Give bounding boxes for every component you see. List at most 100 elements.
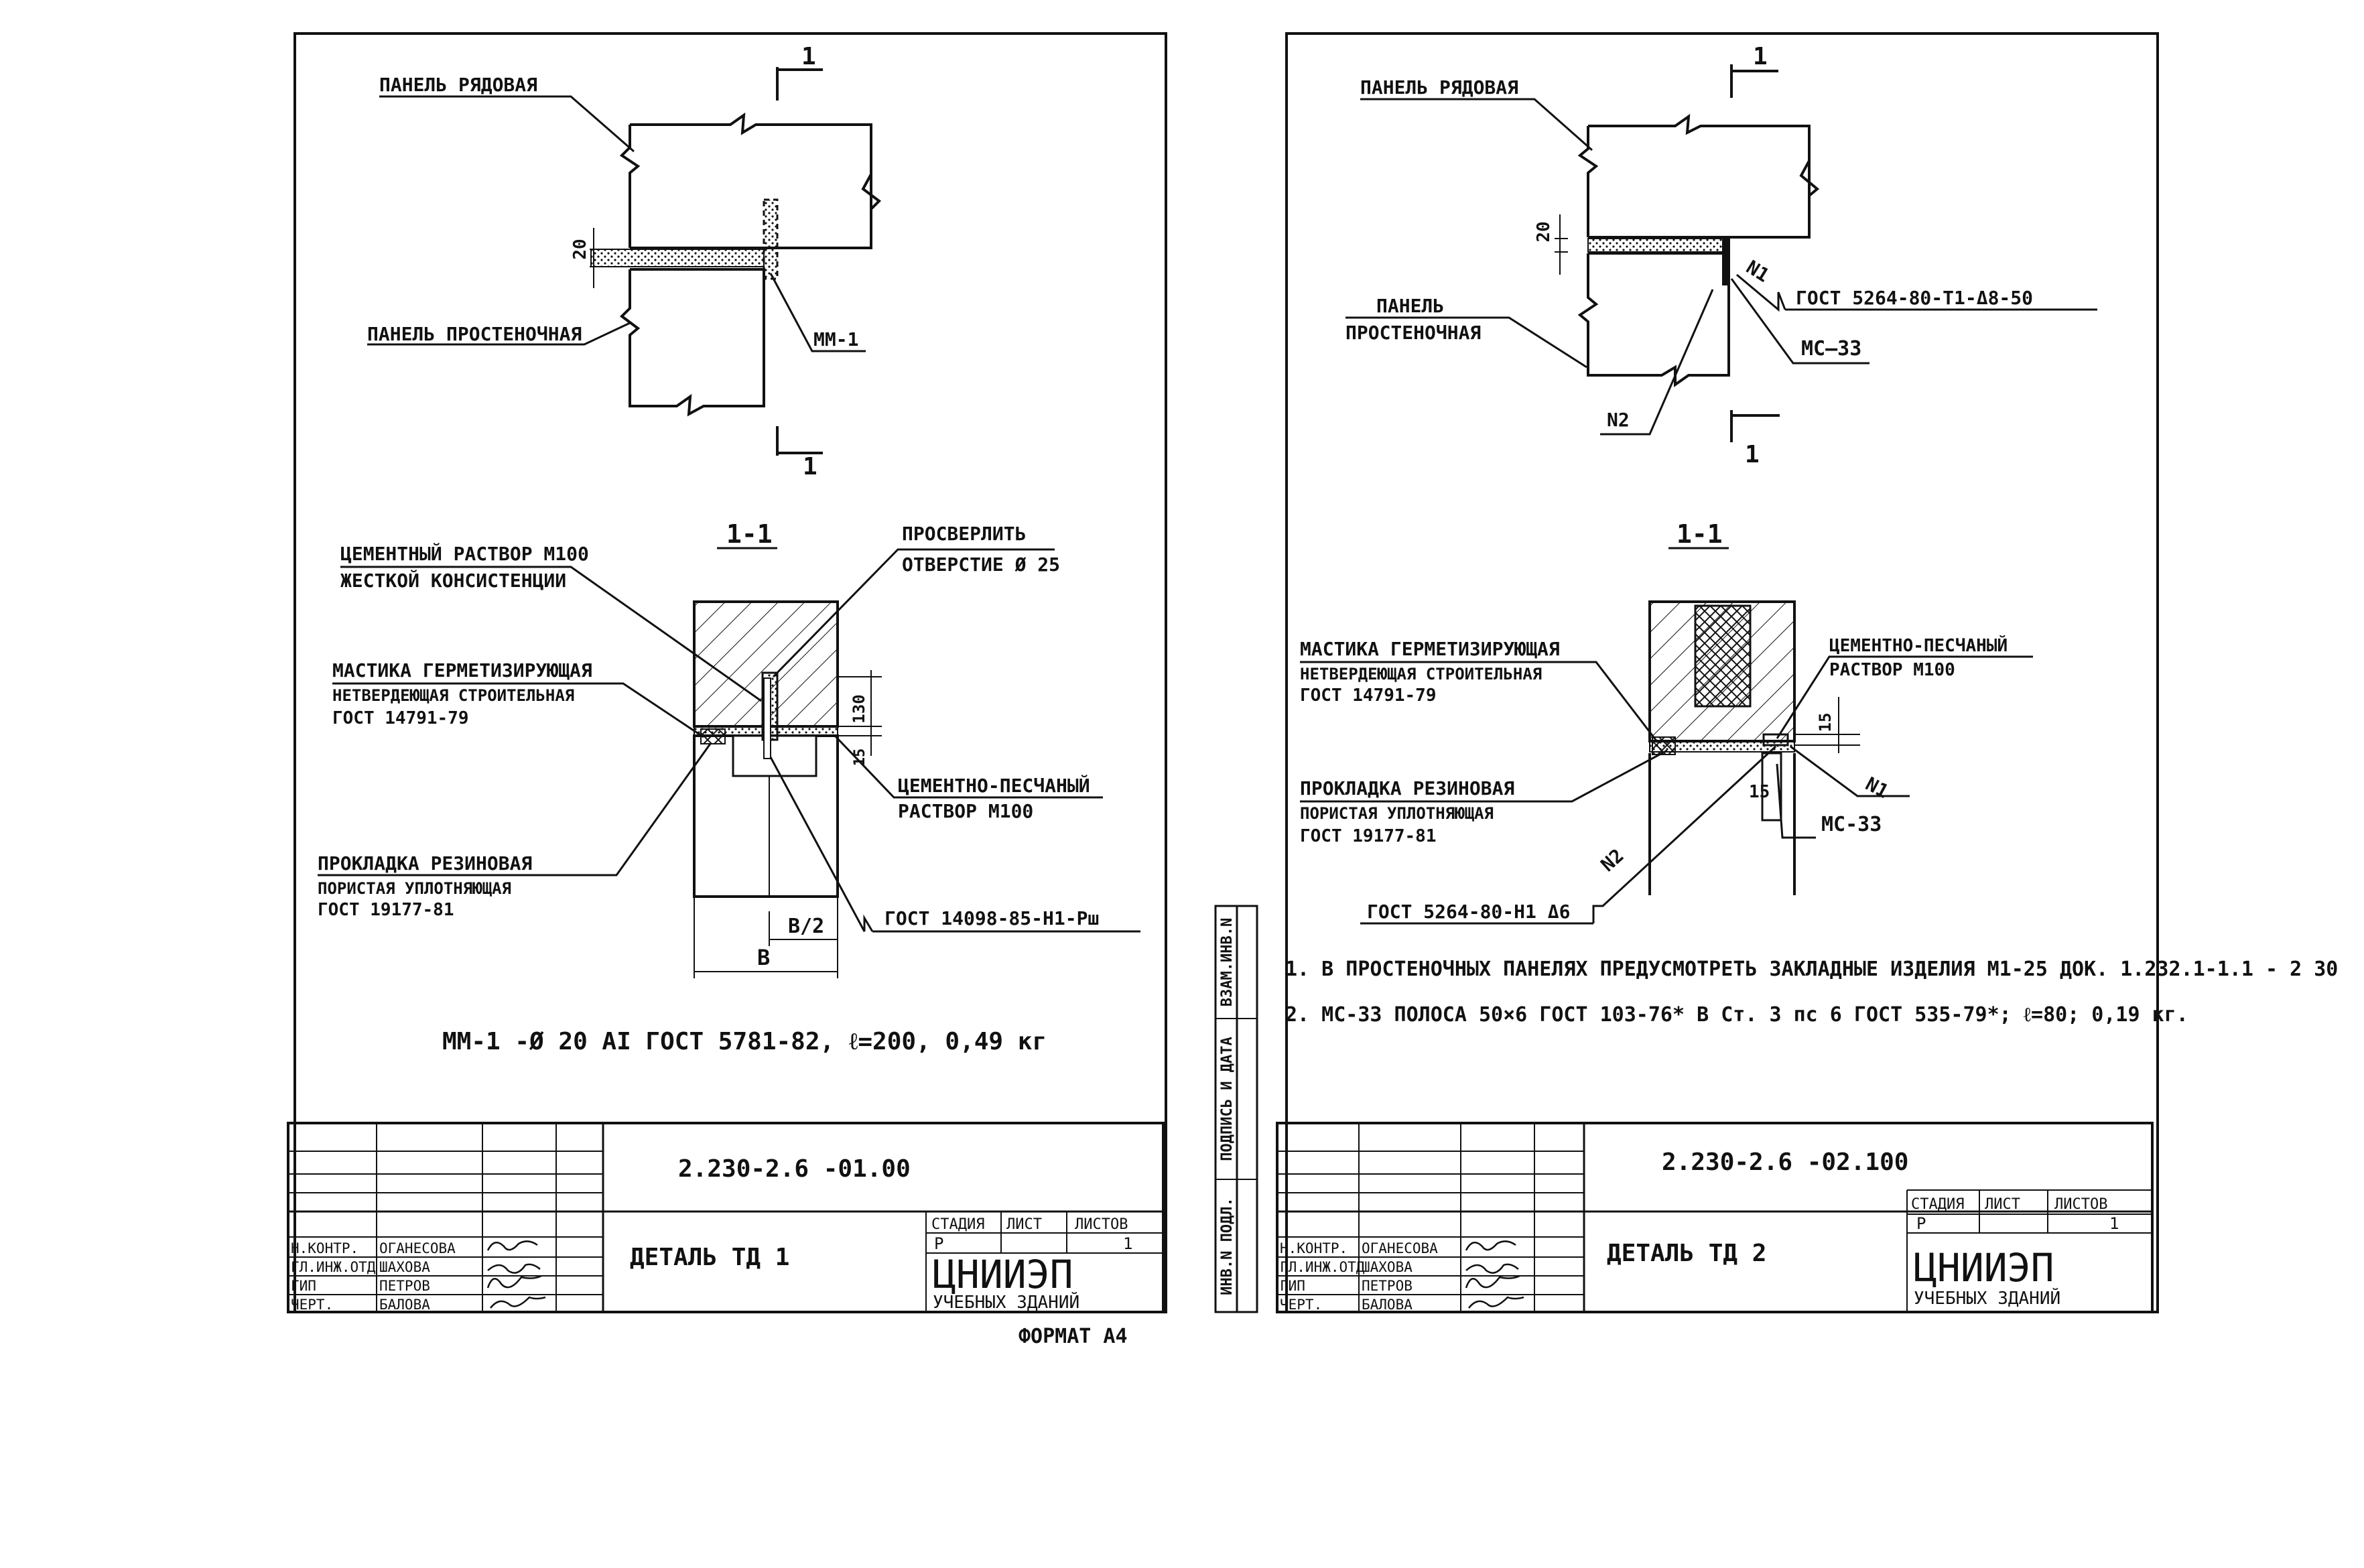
label-cement-2: ЖЕСТКОЙ КОНСИСТЕНЦИИ <box>340 569 566 592</box>
section-title: 1-1 <box>1677 519 1723 549</box>
label-gasket-3: ГОСТ 19177-81 <box>1300 826 1437 846</box>
label-sand-1: ЦЕМЕНТНО-ПЕСЧАНЫЙ <box>1829 635 2008 656</box>
drawing-code: 2.230-2.6 -01.00 <box>678 1155 911 1183</box>
stamp-stage: Р <box>934 1234 943 1253</box>
label-gasket-2: ПОРИСТАЯ УПЛОТНЯЮЩАЯ <box>1300 804 1494 823</box>
stamp-sheet-header: ЛИСТ <box>1006 1216 1042 1233</box>
drawing-title: ДЕТАЛЬ ТД 2 <box>1607 1240 1766 1267</box>
side-col-replace: ВЗАМ.ИНВ.N <box>1219 918 1236 1006</box>
label-panel-row: ПАНЕЛЬ РЯДОВАЯ <box>379 74 537 96</box>
label-sand-1: ЦЕМЕНТНО-ПЕСЧАНЫЙ <box>898 774 1090 797</box>
note-mm1: ММ-1 -Ø 20 АI ГОСТ 5781-82, ℓ=200, 0,49 … <box>442 1028 1047 1055</box>
stamp-role: ГЛ.ИНЖ.ОТД <box>291 1259 376 1275</box>
dim-b2: В/2 <box>788 915 824 938</box>
stamp-name: ОГАНЕСОВА <box>1362 1240 1438 1256</box>
stamp-org: ЦНИИЭП <box>1914 1245 2054 1291</box>
dim-15b: 15 <box>1749 782 1770 802</box>
label-gost-weld-h1: ГОСТ 5264-80-Н1 Δ6 <box>1367 901 1570 923</box>
label-mastic-3: ГОСТ 14791-79 <box>1300 685 1437 706</box>
label-n2: N2 <box>1607 409 1630 431</box>
label-sand-2: РАСТВОР М100 <box>898 800 1033 822</box>
stamp-org: ЦНИИЭП <box>933 1252 1073 1297</box>
label-drill-1: ПРОСВЕРЛИТЬ <box>902 523 1026 545</box>
side-col-signature: ПОДПИСЬ И ДАТА <box>1219 1037 1236 1161</box>
label-n2-section: N2 <box>1597 844 1628 876</box>
stamp-role: ЧЕРТ. <box>1280 1297 1322 1313</box>
label-panel-pier: ПАНЕЛЬ ПРОСТЕНОЧНАЯ <box>367 323 582 345</box>
label-mastic-2: НЕТВЕРДЕЮЩАЯ СТРОИТЕЛЬНАЯ <box>332 686 574 705</box>
stamp-name: ПЕТРОВ <box>379 1278 430 1294</box>
stamp-name: ПЕТРОВ <box>1362 1278 1413 1294</box>
sheet-1: 20 1 1 ПАНЕЛЬ РЯДОВАЯ ПАНЕЛЬ ПРОСТЕНОЧНА… <box>287 32 1167 1348</box>
stamp-name: ШАХОВА <box>1362 1259 1413 1275</box>
label-gasket-3: ГОСТ 19177-81 <box>318 900 454 920</box>
dim-20: 20 <box>1534 221 1554 242</box>
stamp-stage-header: СТАДИЯ <box>931 1216 984 1233</box>
stamp-sheet-header: ЛИСТ <box>1985 1196 2020 1213</box>
section-mark-top: 1 <box>1753 43 1768 70</box>
dim-130: 130 <box>850 694 868 723</box>
sheet-1-plan-view: 20 1 1 ПАНЕЛЬ РЯДОВАЯ ПАНЕЛЬ ПРОСТЕНОЧНА… <box>367 43 882 480</box>
stamp-role: ЧЕРТ. <box>291 1297 333 1313</box>
label-cement-1: ЦЕМЕНТНЫЙ РАСТВОР М100 <box>340 542 589 565</box>
stamp-sheets-header: ЛИСТОВ <box>1075 1216 1128 1233</box>
section-mark-bottom: 1 <box>1745 441 1760 468</box>
label-gasket-1: ПРОКЛАДКА РЕЗИНОВАЯ <box>1300 777 1514 799</box>
stamp-stage: Р <box>1916 1214 1926 1233</box>
stamp-name: БАЛОВА <box>1362 1297 1413 1313</box>
stamp-role: Н.КОНТР. <box>291 1240 358 1256</box>
dim-20: 20 <box>570 239 590 259</box>
stamp-role: ГИП <box>1280 1278 1305 1294</box>
sheet-2-title-block: 2.230-2.6 -02.100 ДЕТАЛЬ ТД 2 СТАДИЯ ЛИС… <box>1276 1122 2154 1313</box>
label-gost-weld: ГОСТ 14098-85-Н1-Рш <box>884 907 1099 929</box>
label-mc33-section: МС-33 <box>1821 813 1882 836</box>
stamp-role: Н.КОНТР. <box>1280 1240 1348 1256</box>
format-label: ФОРМАТ А4 <box>1019 1325 1128 1348</box>
signatures <box>486 1240 546 1309</box>
sheet-2-section-view: 1-1 15 15 МАСТИКА ГЕРМЕТИЗИРУЮЩАЯ НЕТВЕР… <box>1285 519 2338 1027</box>
side-col-inv: ИНВ.N ПОДЛ. <box>1219 1197 1236 1295</box>
note-2: 2. МС-33 ПОЛОСА 50×6 ГОСТ 103-76* В Ст. … <box>1285 1003 2188 1027</box>
label-gost-weld-t1: ГОСТ 5264-80-Т1-Δ8-50 <box>1796 287 2033 309</box>
label-mastic-1: МАСТИКА ГЕРМЕТИЗИРУЮЩАЯ <box>1300 638 1560 660</box>
stamp-role: ГИП <box>291 1278 316 1294</box>
label-gasket-1: ПРОКЛАДКА РЕЗИНОВАЯ <box>318 852 532 874</box>
section-mark-top: 1 <box>801 43 816 70</box>
label-panel-pier-1: ПАНЕЛЬ <box>1376 295 1444 317</box>
label-sand-2: РАСТВОР М100 <box>1829 660 1955 680</box>
stamp-sheets: 1 <box>1123 1234 1132 1253</box>
label-mc33: МС—33 <box>1801 337 1861 361</box>
label-mastic-1: МАСТИКА ГЕРМЕТИЗИРУЮЩАЯ <box>332 659 592 681</box>
label-drill-2: ОТВЕРСТИЕ Ø 25 <box>902 553 1060 576</box>
stamp-name: ШАХОВА <box>379 1259 430 1275</box>
label-mm1: ММ-1 <box>813 328 858 350</box>
label-mastic-2: НЕТВЕРДЕЮЩАЯ СТРОИТЕЛЬНАЯ <box>1300 665 1542 683</box>
signatures <box>1465 1240 1524 1309</box>
sheet-2-plan-view: 20 1 1 ПАНЕЛЬ РЯДОВАЯ ПАНЕЛЬ ПРОСТЕНОЧНА… <box>1345 43 2097 468</box>
section-mark-bottom: 1 <box>803 453 817 480</box>
stamp-org-sub: УЧЕБНЫХ ЗДАНИЙ <box>1914 1287 2060 1309</box>
label-mastic-3: ГОСТ 14791-79 <box>332 708 469 728</box>
stamp-name: БАЛОВА <box>379 1297 430 1313</box>
drawing-code: 2.230-2.6 -02.100 <box>1662 1149 1908 1176</box>
sheet-2-side-column: ВЗАМ.ИНВ.N ПОДПИСЬ И ДАТА ИНВ.N ПОДЛ. <box>1214 905 1258 1313</box>
label-n1-section: N1 <box>1862 773 1892 803</box>
stamp-sheets-header: ЛИСТОВ <box>2054 1196 2107 1213</box>
drawing-title: ДЕТАЛЬ ТД 1 <box>630 1244 789 1271</box>
sheet-1-title-block: 2.230-2.6 -01.00 ДЕТАЛЬ ТД 1 СТАДИЯ ЛИСТ… <box>287 1122 1165 1348</box>
label-panel-pier-2: ПРОСТЕНОЧНАЯ <box>1345 322 1481 344</box>
stamp-org-sub: УЧЕБНЫХ ЗДАНИЙ <box>933 1291 1079 1313</box>
label-gasket-2: ПОРИСТАЯ УПЛОТНЯЮЩАЯ <box>318 879 511 898</box>
stamp-stage-header: СТАДИЯ <box>1911 1196 1964 1213</box>
section-title: 1-1 <box>726 519 773 549</box>
stamp-name: ОГАНЕСОВА <box>379 1240 456 1256</box>
dim-b: В <box>757 945 770 970</box>
label-panel-row: ПАНЕЛЬ РЯДОВАЯ <box>1360 76 1518 99</box>
sheet-2: 20 1 1 ПАНЕЛЬ РЯДОВАЯ ПАНЕЛЬ ПРОСТЕНОЧНА… <box>1214 32 2338 1313</box>
note-1: 1. В ПРОСТЕНОЧНЫХ ПАНЕЛЯХ ПРЕДУСМОТРЕТЬ … <box>1285 958 2338 981</box>
sheet-1-section-view: 1-1 130 15 В/2 В ЦЕМЕНТНЫЙ РАСТВОР М100 <box>318 519 1140 1055</box>
dim-15a: 15 <box>1816 713 1835 732</box>
stamp-sheets: 1 <box>2109 1214 2119 1233</box>
stamp-role: ГЛ.ИНЖ.ОТД <box>1280 1259 1365 1275</box>
